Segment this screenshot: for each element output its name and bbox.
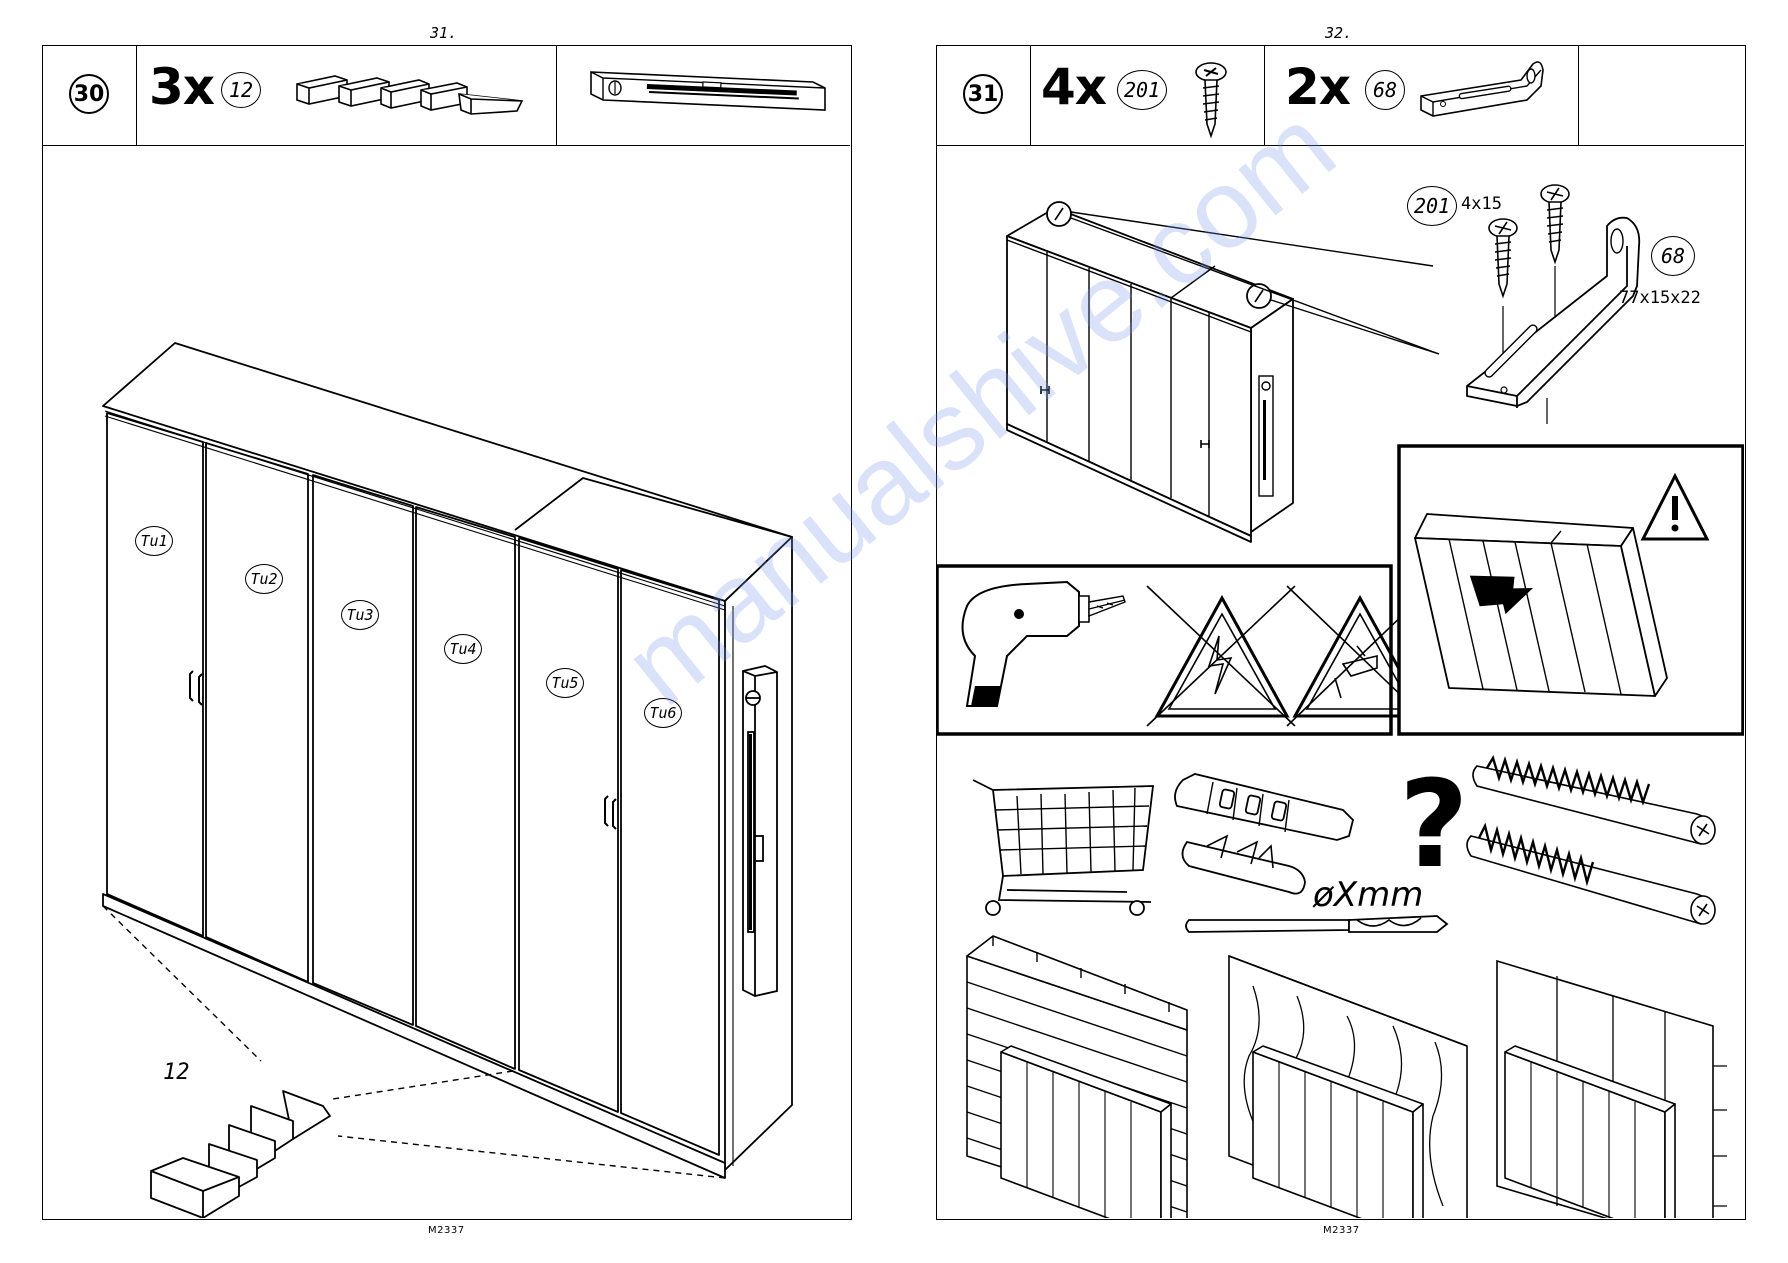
step-header: 31 4x 201 2x 68 (937, 46, 1744, 146)
parts-cell: 4x 201 (1031, 46, 1265, 146)
step-number: 31 (963, 74, 1003, 114)
step-number: 30 (69, 74, 109, 114)
parts-cell: 3x 12 (137, 46, 557, 146)
bracket-size: 77x15x22 (1619, 288, 1701, 308)
wedge-icon (296, 75, 524, 115)
step-number-cell: 31 (937, 46, 1031, 146)
document-code: M2337 (428, 1225, 465, 1236)
shopping-cart-icon (972, 779, 1155, 916)
screw-size: 4x15 (1461, 194, 1502, 214)
drill-size-label: øXmm (1312, 875, 1423, 915)
part-number: 12 (221, 72, 261, 108)
part-number: 68 (1365, 70, 1405, 110)
warning-icon (1146, 585, 1296, 727)
question-mark: ? (1399, 756, 1469, 895)
part-quantity: 4x (1041, 58, 1107, 116)
door-label: Tu5 (546, 668, 584, 698)
wall-fixing-illustration: øXmm ? (937, 184, 1744, 1218)
empty-cell (1579, 46, 1744, 146)
parts-cell: 2x 68 (1265, 46, 1579, 146)
bracket-part-number: 68 (1651, 236, 1695, 276)
part-quantity: 3x (149, 58, 215, 116)
document-code: M2337 (1323, 1225, 1360, 1236)
door-label: Tu1 (135, 526, 173, 556)
step-number-cell: 30 (43, 46, 137, 146)
part-number: 201 (1117, 70, 1167, 110)
step-frame: 31 4x 201 2x 68 (936, 45, 1746, 1220)
bracket-icon (1420, 61, 1544, 117)
door-label: Tu3 (341, 600, 379, 630)
page-number: 32. (1325, 24, 1353, 42)
step-header: 30 3x 12 (43, 46, 850, 146)
drill-bit-icon (1185, 915, 1449, 933)
screw-part-number: 201 (1407, 186, 1457, 226)
wardrobe-levelling-illustration (102, 342, 793, 1218)
step-frame: 30 3x 12 (42, 45, 852, 1220)
wall-plug-icon (1174, 773, 1354, 895)
tools-cell (557, 46, 850, 146)
door-label: Tu2 (245, 564, 283, 594)
door-label: Tu4 (444, 634, 482, 664)
part-quantity: 2x (1285, 58, 1351, 116)
door-label: Tu6 (644, 698, 682, 728)
spirit-level-icon (590, 71, 826, 111)
page-number: 31. (430, 24, 458, 42)
wedge-part-label: 12 (163, 1060, 190, 1085)
screw-icon (1195, 62, 1227, 139)
drill-icon (961, 580, 1126, 707)
